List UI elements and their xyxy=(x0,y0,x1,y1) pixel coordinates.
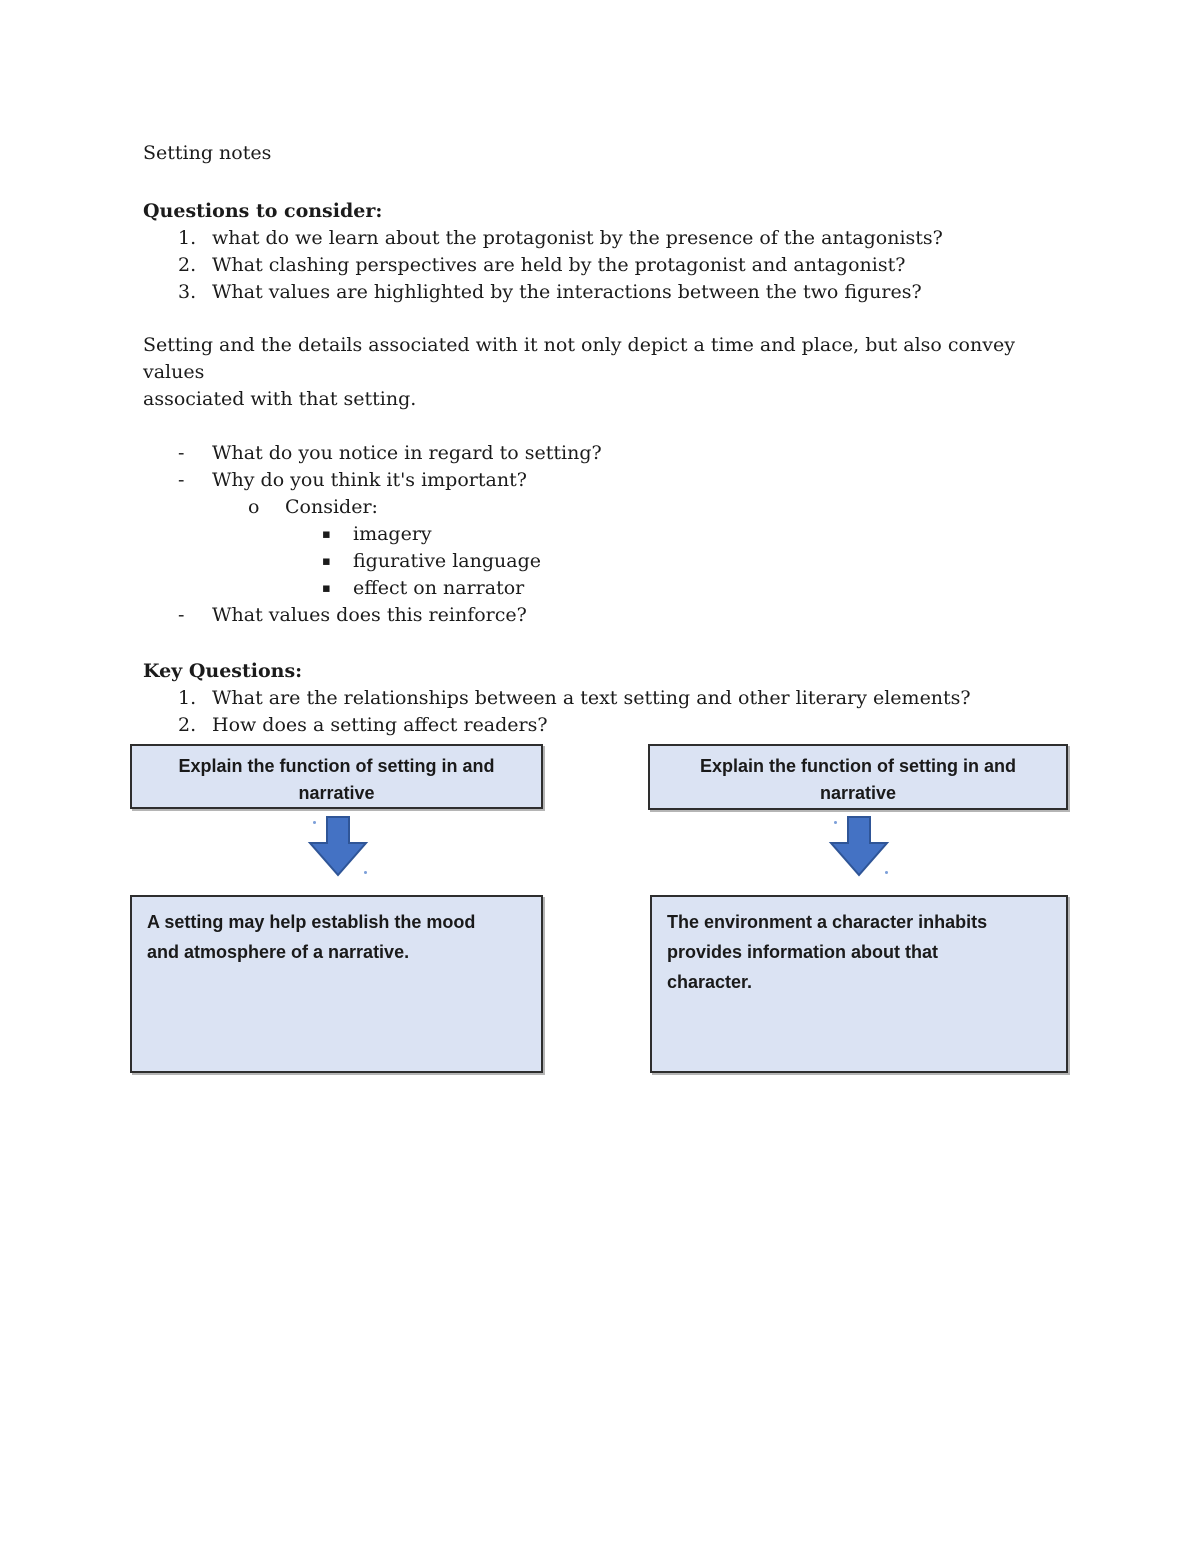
list-item-text: What do you notice in regard to setting? xyxy=(212,442,602,464)
list-item: ▪ figurative language xyxy=(143,548,1063,575)
list-item: 2. What clashing perspectives are held b… xyxy=(143,252,1063,279)
list-item: ▪ effect on narrator xyxy=(143,575,1063,602)
flow-box-text-line: character. xyxy=(667,972,753,992)
list-item: - What do you notice in regard to settin… xyxy=(143,440,1063,467)
list-item-text: How does a setting affect readers? xyxy=(212,714,548,736)
square-bullet-icon: ▪ xyxy=(322,554,331,569)
key-questions-heading: Key Questions: xyxy=(143,660,303,682)
list-item: o Consider: xyxy=(143,494,1063,521)
down-arrow-icon xyxy=(307,816,369,878)
list-marker: - xyxy=(178,442,185,464)
square-bullet-icon: ▪ xyxy=(322,527,331,542)
list-marker: 3. xyxy=(178,281,197,303)
flow-box-top-right: Explain the function of setting in and n… xyxy=(648,744,1068,810)
list-item: 2. How does a setting affect readers? xyxy=(143,712,1063,739)
key-questions-list: 1. What are the relationships between a … xyxy=(143,685,1063,739)
paragraph-line: Setting and the details associated with … xyxy=(143,334,1015,383)
list-item-text: what do we learn about the protagonist b… xyxy=(212,227,943,249)
flow-box-bottom-left: A setting may help establish the mood an… xyxy=(130,895,543,1073)
list-item: 3. What values are highlighted by the in… xyxy=(143,279,1063,306)
flow-box-bottom-right: The environment a character inhabits pro… xyxy=(650,895,1068,1073)
list-marker: 1. xyxy=(178,227,197,249)
flow-box-text-line: A setting may help establish the mood xyxy=(147,912,476,932)
square-bullet-icon: ▪ xyxy=(322,581,331,596)
anchor-dot xyxy=(834,821,837,824)
list-marker: - xyxy=(178,604,185,626)
observation-list: - What do you notice in regard to settin… xyxy=(143,440,1063,629)
list-item-text: What values does this reinforce? xyxy=(212,604,527,626)
list-marker: 2. xyxy=(178,254,197,276)
list-item: - What values does this reinforce? xyxy=(143,602,1063,629)
list-marker: o xyxy=(248,496,260,518)
flow-box-text-line: provides information about that xyxy=(667,942,939,962)
flow-box-text-line: narrative xyxy=(819,783,897,803)
list-item-text: Why do you think it's important? xyxy=(212,469,527,491)
document-body: Setting notes Questions to consider: 1. … xyxy=(143,140,1063,739)
anchor-dot xyxy=(313,821,316,824)
list-item: ▪ imagery xyxy=(143,521,1063,548)
list-marker: 1. xyxy=(178,687,197,709)
list-item: 1. What are the relationships between a … xyxy=(143,685,1063,712)
page-title: Setting notes xyxy=(143,142,272,164)
list-item-text: What are the relationships between a tex… xyxy=(212,687,971,709)
flow-box-text-line: The environment a character inhabits xyxy=(667,912,988,932)
intro-paragraph: Setting and the details associated with … xyxy=(143,332,1063,413)
list-marker: 2. xyxy=(178,714,197,736)
flow-box-text-line: Explain the function of setting in and xyxy=(700,756,1016,776)
questions-to-consider-heading: Questions to consider: xyxy=(143,200,383,222)
paragraph-line: associated with that setting. xyxy=(143,388,417,410)
down-arrow-icon xyxy=(828,816,890,878)
flow-box-text-line: narrative xyxy=(298,783,375,803)
list-item: - Why do you think it's important? xyxy=(143,467,1063,494)
list-item: 1. what do we learn about the protagonis… xyxy=(143,225,1063,252)
list-item-text: imagery xyxy=(353,523,432,545)
list-item-text: Consider: xyxy=(285,496,378,518)
flow-box-text-line: and atmosphere of a narrative. xyxy=(147,942,410,962)
list-item-text: effect on narrator xyxy=(353,577,525,599)
flow-box-text-line: Explain the function of setting in and xyxy=(178,756,495,776)
list-item-text: What values are highlighted by the inter… xyxy=(212,281,922,303)
list-marker: - xyxy=(178,469,185,491)
flow-box-top-left: Explain the function of setting in and n… xyxy=(130,744,543,809)
list-item-text: figurative language xyxy=(353,550,541,572)
anchor-dot xyxy=(364,871,367,874)
anchor-dot xyxy=(885,871,888,874)
questions-to-consider-list: 1. what do we learn about the protagonis… xyxy=(143,225,1063,306)
list-item-text: What clashing perspectives are held by t… xyxy=(212,254,906,276)
